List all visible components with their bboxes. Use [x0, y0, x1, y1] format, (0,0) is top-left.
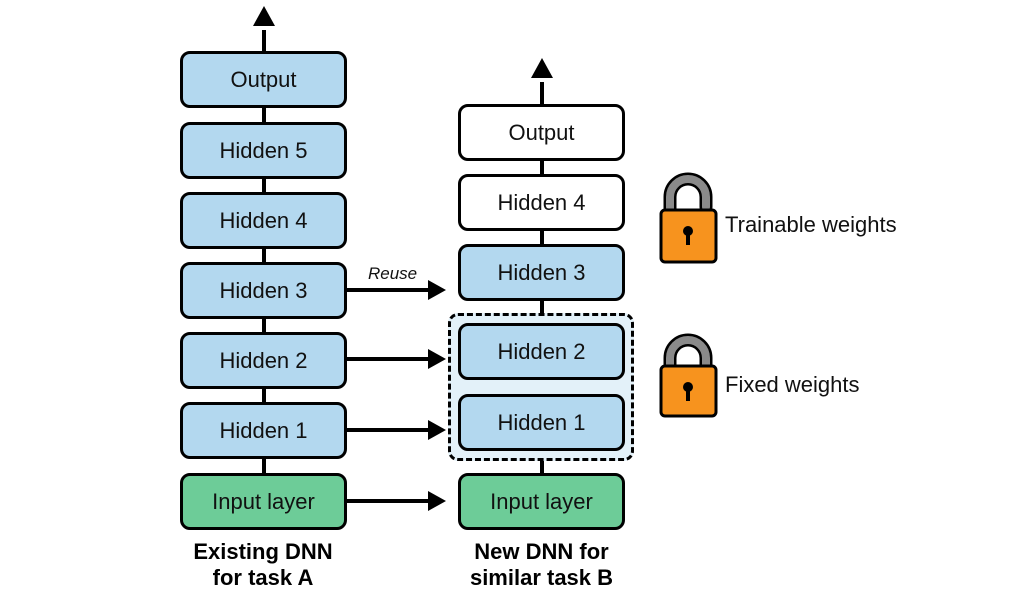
existing-hidden4-layer: Hidden 4	[180, 192, 347, 249]
existing-output-layer: Output	[180, 51, 347, 108]
trainable-weights-label: Trainable weights	[725, 212, 897, 237]
new-hidden4-layer: Hidden 4	[458, 174, 625, 231]
reuse-arrow-hidden2	[346, 349, 446, 369]
new-dnn-caption: New DNN for similar task B	[431, 539, 652, 591]
reuse-arrow-hidden3	[346, 280, 446, 300]
existing-hidden1-layer: Hidden 1	[180, 402, 347, 459]
existing-caption-line2: for task A	[212, 565, 314, 590]
locked-padlock-icon	[659, 333, 718, 418]
unlocked-padlock-icon	[659, 172, 718, 264]
new-caption-line2: similar task B	[469, 565, 614, 590]
existing-hidden3-layer: Hidden 3	[180, 262, 347, 319]
new-output-layer: Output	[458, 104, 625, 161]
existing-hidden5-layer: Hidden 5	[180, 122, 347, 179]
existing-dnn-caption: Existing DNN for task A	[163, 539, 363, 591]
new-hidden1-layer: Hidden 1	[458, 394, 625, 451]
existing-hidden2-layer: Hidden 2	[180, 332, 347, 389]
reuse-arrow-hidden1	[346, 420, 446, 440]
fixed-weights-label: Fixed weights	[725, 372, 860, 397]
reuse-label: Reuse	[368, 264, 418, 283]
new-hidden2-layer: Hidden 2	[458, 323, 625, 380]
new-caption-line1: New DNN for	[474, 539, 609, 564]
arrow-up-icon	[253, 6, 275, 26]
existing-input-layer: Input layer	[180, 473, 347, 530]
new-hidden3-layer: Hidden 3	[458, 244, 625, 301]
arrow-up-icon	[531, 58, 553, 78]
reuse-arrow-input	[346, 491, 446, 511]
new-input-layer: Input layer	[458, 473, 625, 530]
left-stack-connector	[262, 30, 266, 480]
existing-caption-line1: Existing DNN	[193, 539, 333, 564]
